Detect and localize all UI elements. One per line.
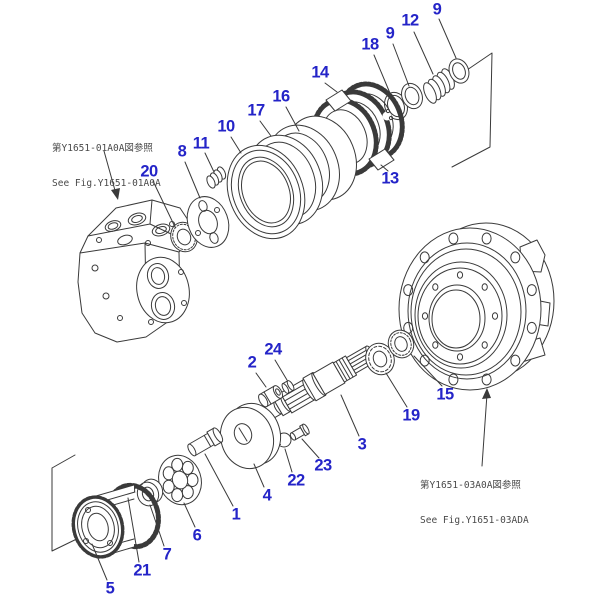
leader-7: [149, 504, 165, 547]
part-motor-housing: [398, 222, 555, 391]
callout-9: 9: [385, 24, 395, 43]
leader-5: [91, 543, 108, 581]
tag-14: [325, 89, 352, 112]
leader-17: [259, 120, 272, 137]
fig-ref-03a0a-en: See Fig.Y1651-03ADA: [420, 514, 529, 526]
callout-1: 1: [231, 505, 241, 524]
callout-2: 2: [247, 353, 257, 372]
callout-19: 19: [402, 406, 420, 425]
leader-10: [230, 136, 242, 154]
callout-24: 24: [264, 340, 282, 359]
section-plane-right: [451, 52, 493, 168]
part-3-shaft: [257, 345, 377, 424]
callout-9: 9: [432, 0, 442, 19]
part-2-plug: [258, 385, 284, 408]
part-valve-body: [77, 199, 190, 343]
callout-11: 11: [192, 134, 210, 153]
leader-19: [385, 372, 408, 408]
callout-14: 14: [311, 63, 329, 82]
fig-ref-03a0a: 第Y1651-03A0A図参照 See Fig.Y1651-03ADA: [420, 457, 529, 549]
callout-8: 8: [177, 142, 187, 161]
part-9-washer-inner: [401, 82, 423, 110]
part-9-washer-outer: [448, 58, 470, 84]
part-1-piston: [187, 427, 224, 457]
leader-16: [285, 106, 300, 132]
fig-ref-arrow-left: [103, 150, 120, 200]
part-23-plug: [289, 423, 310, 441]
part-15-seal-ring: [387, 329, 415, 359]
callout-23: 23: [314, 456, 332, 475]
leader-22: [284, 448, 293, 473]
callout-12: 12: [401, 11, 419, 30]
part-8-valve-plate: [186, 196, 230, 248]
callout-20: 20: [140, 162, 158, 181]
callout-16: 16: [272, 87, 290, 106]
part-12-spring: [423, 68, 455, 104]
callout-15: 15: [436, 385, 454, 404]
leader-9: [392, 43, 410, 87]
leader-3: [340, 394, 360, 437]
callout-17: 17: [247, 101, 265, 120]
leader-24: [274, 359, 288, 381]
callout-13: 13: [381, 169, 399, 188]
leader-11: [204, 152, 215, 173]
leader-12: [413, 31, 434, 75]
callout-3: 3: [357, 435, 367, 454]
fig-ref-arrow-right: [481, 388, 491, 467]
part-10-flanged-ring: [226, 144, 306, 240]
callout-10: 10: [217, 117, 235, 136]
callout-21: 21: [133, 561, 151, 580]
part-6-retainer-plate: [158, 454, 202, 506]
leader-13: [380, 164, 389, 172]
leader-15: [413, 355, 443, 387]
fig-ref-01a0a: 第Y1651-01A0A図参照 See Fig.Y1651-01A0A: [52, 120, 161, 212]
leader-2: [255, 372, 267, 388]
fig-ref-03a0a-jp: 第Y1651-03A0A図参照: [420, 480, 521, 491]
part-24-nut: [281, 380, 295, 394]
leader-20: [152, 180, 176, 228]
leader-4: [253, 463, 265, 488]
leader-9: [438, 18, 457, 59]
part-4-swash-plate: [219, 402, 282, 470]
leader-1: [204, 453, 234, 507]
callout-22: 22: [287, 471, 305, 490]
part-11-spring: [206, 166, 227, 189]
callout-4: 4: [262, 486, 272, 505]
callout-7: 7: [162, 545, 172, 564]
leader-21: [127, 497, 140, 563]
callout-18: 18: [361, 35, 379, 54]
leader-8: [184, 161, 201, 199]
leader-lines: [91, 18, 457, 581]
section-plane-left: [51, 454, 88, 552]
callout-5: 5: [105, 579, 115, 598]
callout-6: 6: [192, 526, 202, 545]
fig-ref-01a0a-en: See Fig.Y1651-01A0A: [52, 177, 161, 189]
leader-23: [301, 438, 320, 459]
leader-18: [373, 54, 393, 99]
fig-ref-01a0a-jp: 第Y1651-01A0A図参照: [52, 143, 153, 154]
leader-6: [183, 502, 196, 528]
part-5-cylinder-block: [71, 482, 161, 559]
tag-13: [368, 148, 395, 171]
leader-14: [324, 82, 338, 93]
